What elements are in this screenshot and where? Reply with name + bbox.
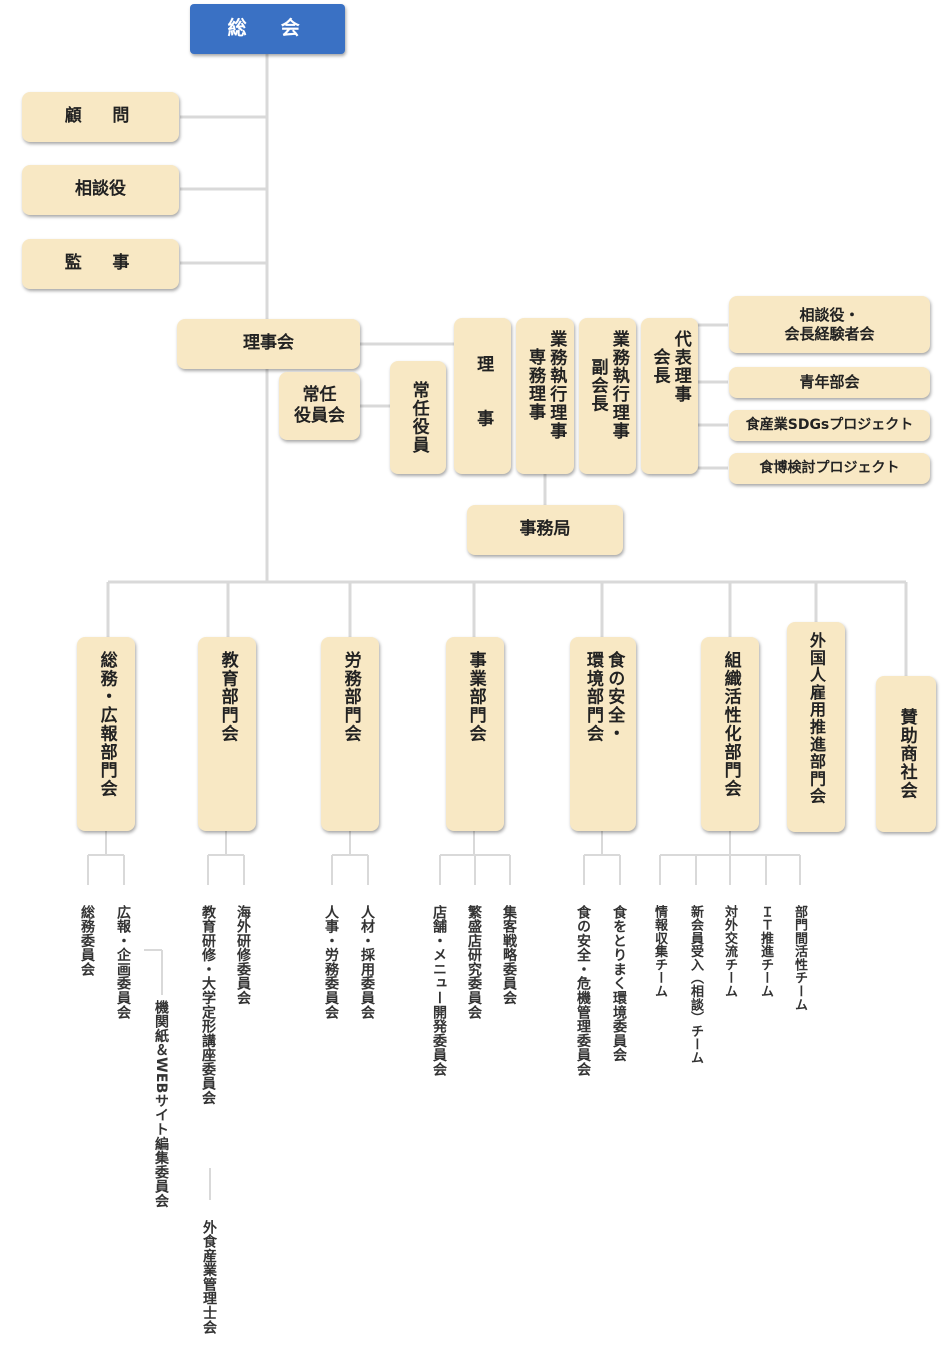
committee-recruitment: 人材・採用委員会 xyxy=(359,905,375,1020)
director-box: 理 事 xyxy=(454,318,511,474)
committee-newsletter-web: 機関紙＆WEBサイト編集委員会 xyxy=(153,1000,169,1208)
sdgs-project-box: 食産業SDGsプロジェクト xyxy=(729,410,930,441)
committee-pr-planning: 広報・企画委員会 xyxy=(115,905,131,1020)
board-box: 理事会 xyxy=(177,319,360,369)
team-new-member: 新会員受入（相談）チーム xyxy=(688,905,703,1065)
committee-training-university: 教育研修・大学定形講座委員会 xyxy=(200,905,216,1105)
youth-group-box: 青年部会 xyxy=(729,367,930,398)
committee-hr-labor: 人事・労務委員会 xyxy=(323,905,339,1020)
committee-store-menu: 店舗・メニュー開発委員会 xyxy=(431,905,447,1077)
division-general-affairs: 総務・広報部門会 xyxy=(77,637,135,831)
division-food-safety: 食の安全・ 環境部門会 xyxy=(570,637,636,831)
division-labor: 労務部門会 xyxy=(321,637,379,831)
team-external-exchange: 対外交流チーム xyxy=(722,905,737,998)
former-president-group-box: 相談役・ 会長経験者会 xyxy=(729,296,930,353)
standing-officers-box: 常任役員 xyxy=(390,361,446,474)
consultant-box: 相談役 xyxy=(22,165,179,215)
secretariat-box: 事務局 xyxy=(467,505,623,555)
food-expo-project-box: 食博検討プロジェクト xyxy=(729,453,930,484)
auditor-box: 監 事 xyxy=(22,239,179,289)
team-info-collection: 情報収集チーム xyxy=(652,905,667,998)
committee-food-environment: 食をとりまく環境委員会 xyxy=(611,905,627,1063)
division-education: 教育部門会 xyxy=(198,637,256,831)
advisor-box: 顧 問 xyxy=(22,92,179,142)
team-interdivision: 部門間活性チーム xyxy=(792,905,807,1012)
division-supporting-companies: 賛助商社会 xyxy=(876,676,936,832)
executive-vice-president-box: 業務執行理事 副会長 xyxy=(579,318,636,474)
division-organization: 組織活性化部門会 xyxy=(701,637,759,831)
representative-president-box: 代表理事 会長 xyxy=(641,318,698,474)
division-foreign-employment: 外国人雇用推進部門会 xyxy=(787,622,845,832)
committee-customer-strategy: 集客戦略委員会 xyxy=(501,905,517,1005)
division-business: 事業部門会 xyxy=(446,637,504,831)
committee-prosperous-store: 繁盛店研究委員会 xyxy=(466,905,482,1020)
committee-overseas-training: 海外研修委員会 xyxy=(235,905,251,1005)
general-assembly-box: 総 会 xyxy=(190,4,345,54)
executive-managing-director-box: 業務執行理事 専務理事 xyxy=(516,318,574,474)
standing-committee-box: 常任 役員会 xyxy=(279,372,360,440)
committee-general-affairs: 総務委員会 xyxy=(79,905,95,977)
team-it-promotion: ＩＴ推進チーム xyxy=(758,905,773,998)
committee-food-safety-crisis: 食の安全・危機管理委員会 xyxy=(575,905,591,1077)
committee-food-industry-managers: 外食産業管理士会 xyxy=(201,1220,217,1335)
